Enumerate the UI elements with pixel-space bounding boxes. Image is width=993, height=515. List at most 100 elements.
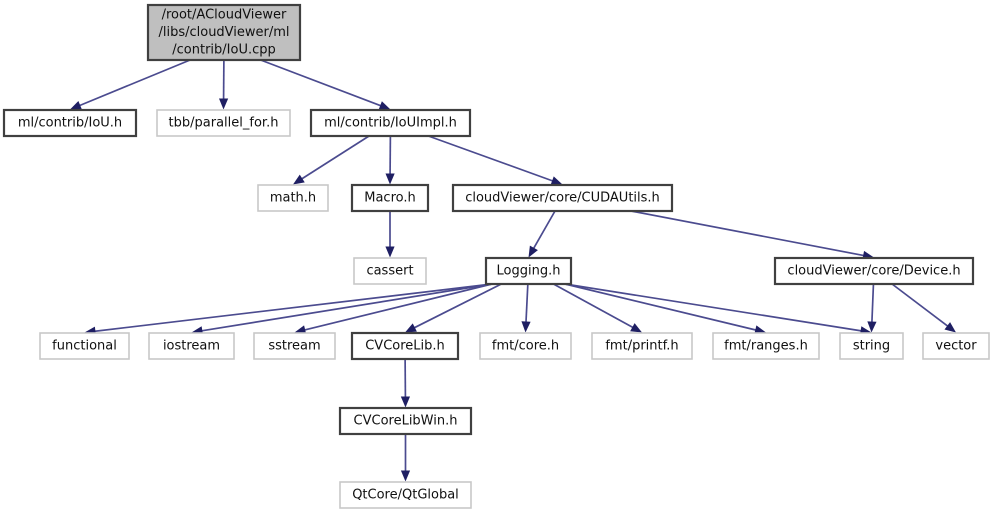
node-box (353, 257, 427, 285)
graph-node-root: /root/ACloudViewer/libs/cloudViewer/ml/c… (146, 3, 302, 62)
edge-cudautils-to-device (630, 210, 865, 257)
node-box (309, 108, 472, 138)
graph-node-iouimpl[interactable]: ml/contrib/IoUImpl.h (309, 108, 472, 138)
node-label: cassert (366, 264, 413, 279)
graph-node-cvcorelib[interactable]: CVCoreLib.h (350, 331, 460, 361)
edge-logging-to-fmt_core (525, 283, 529, 324)
node-label: cloudViewer/core/Device.h (787, 264, 960, 279)
node-label: cloudViewer/core/CUDAUtils.h (465, 191, 660, 206)
node-box (146, 3, 302, 62)
node-label: math.h (270, 191, 316, 206)
node-layer: /root/ACloudViewer/libs/cloudViewer/ml/c… (2, 3, 990, 509)
edge-arrowhead (385, 246, 395, 258)
graph-node-qtglobal[interactable]: QtCore/QtGlobal (339, 481, 472, 509)
node-box (773, 256, 975, 286)
node-box (350, 331, 460, 361)
graph-node-iostream[interactable]: iostream (148, 332, 235, 360)
node-box (479, 332, 572, 360)
graph-node-fmt_ranges[interactable]: fmt/ranges.h (712, 332, 820, 360)
node-label: Macro.h (364, 191, 416, 206)
node-box (257, 184, 329, 212)
node-label: ml/contrib/IoU.h (18, 116, 122, 131)
edge-iouimpl-to-math (300, 135, 370, 181)
edge-arrowhead (70, 101, 82, 110)
node-box (839, 332, 904, 360)
graph-node-string[interactable]: string (839, 332, 904, 360)
edge-logging-to-sstream (303, 283, 493, 332)
node-box (339, 481, 472, 509)
node-box (350, 183, 430, 213)
edge-device-to-vector (891, 283, 949, 328)
node-label: sstream (268, 339, 320, 354)
edge-root-to-iou_h (78, 59, 191, 107)
edge-arrowhead (405, 323, 417, 333)
edge-logging-to-functional (93, 283, 493, 333)
graph-node-tbb[interactable]: tbb/parallel_for.h (156, 109, 291, 137)
edge-arrowhead (400, 396, 411, 408)
graph-node-cvcorelibwin[interactable]: CVCoreLibWin.h (338, 406, 473, 436)
graph-node-macro[interactable]: Macro.h (350, 183, 430, 213)
graph-node-logging[interactable]: Logging.h (484, 256, 573, 286)
node-box (39, 332, 130, 360)
edge-arrowhead (294, 325, 307, 335)
node-box (338, 406, 473, 436)
edge-arrowhead (867, 321, 877, 333)
edge-logging-to-fmt_ranges (564, 283, 757, 332)
edge-layer (70, 59, 956, 482)
graph-node-fmt_printf[interactable]: fmt/printf.h (591, 332, 693, 360)
node-label: tbb/parallel_for.h (169, 116, 279, 131)
edge-arrowhead (293, 174, 305, 185)
node-box (156, 109, 291, 137)
graph-node-cudautils[interactable]: cloudViewer/core/CUDAUtils.h (451, 183, 674, 213)
edge-arrowhead (521, 321, 531, 333)
edge-root-to-iouimpl (260, 59, 382, 107)
edge-arrowhead (528, 245, 538, 258)
node-label: functional (52, 339, 117, 354)
edge-arrowhead (550, 176, 563, 186)
node-label: /libs/cloudViewer/ml (158, 25, 289, 40)
edge-logging-to-string (564, 283, 863, 332)
edge-arrowhead (385, 173, 395, 185)
graph-node-vector[interactable]: vector (922, 332, 990, 360)
node-label: Logging.h (497, 264, 561, 279)
node-box (591, 332, 693, 360)
edge-arrowhead (218, 98, 229, 110)
graph-node-iou_h[interactable]: ml/contrib/IoU.h (2, 108, 138, 138)
node-label: fmt/printf.h (605, 339, 678, 354)
edge-logging-to-iostream (200, 283, 493, 332)
node-box (451, 183, 674, 213)
node-box (253, 332, 336, 360)
node-box (148, 332, 235, 360)
edge-iouimpl-to-cudautils (428, 135, 554, 183)
node-label: /root/ACloudViewer (162, 8, 287, 23)
edge-cudautils-to-logging (532, 210, 556, 250)
graph-node-fmt_core[interactable]: fmt/core.h (479, 332, 572, 360)
edge-logging-to-fmt_printf (553, 283, 635, 329)
graph-node-functional[interactable]: functional (39, 332, 130, 360)
edge-arrowhead (754, 325, 766, 335)
node-label: /contrib/IoU.cpp (172, 43, 276, 58)
edge-device-to-string (871, 283, 875, 324)
graph-node-device[interactable]: cloudViewer/core/Device.h (773, 256, 975, 286)
node-box (484, 256, 573, 286)
node-box (712, 332, 820, 360)
graph-node-sstream[interactable]: sstream (253, 332, 336, 360)
node-label: string (853, 339, 890, 354)
edge-arrowhead (378, 101, 391, 110)
edge-arrowhead (944, 322, 956, 333)
node-label: vector (935, 339, 977, 354)
graph-node-math[interactable]: math.h (257, 184, 329, 212)
edge-arrowhead (630, 323, 642, 333)
node-box (922, 332, 990, 360)
node-label: CVCoreLib.h (365, 339, 445, 354)
edge-arrowhead (400, 470, 411, 482)
node-label: fmt/ranges.h (724, 339, 808, 354)
node-label: ml/contrib/IoUImpl.h (324, 116, 457, 131)
node-label: CVCoreLibWin.h (354, 414, 458, 429)
graph-node-cassert[interactable]: cassert (353, 257, 427, 285)
edge-logging-to-cvcorelib (413, 283, 502, 329)
node-label: fmt/core.h (492, 339, 559, 354)
node-label: QtCore/QtGlobal (352, 488, 459, 503)
